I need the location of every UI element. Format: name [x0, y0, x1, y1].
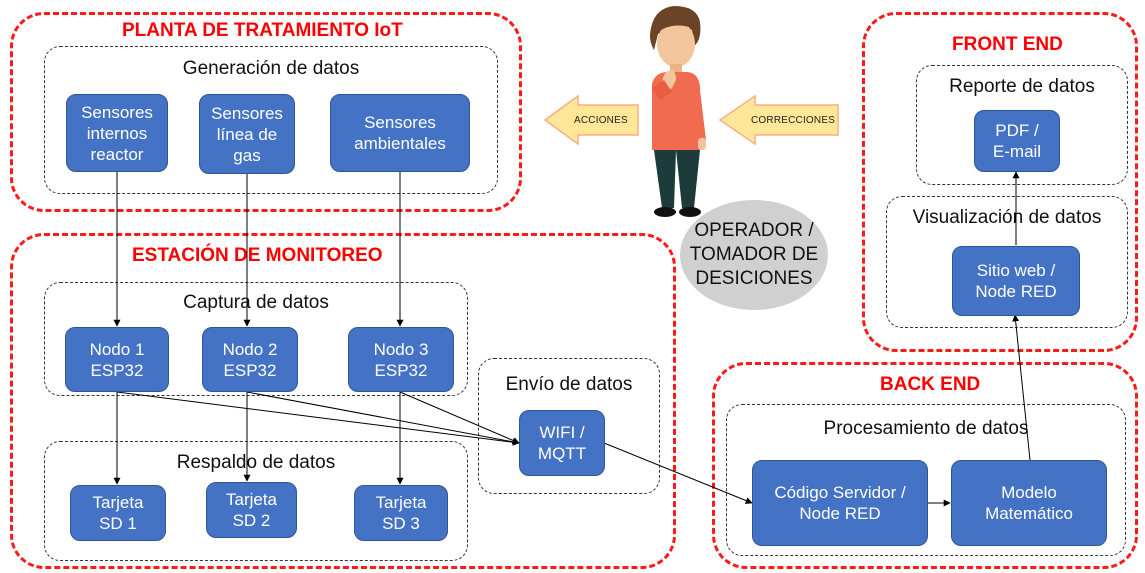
edge-wifi-servidor — [603, 442, 753, 504]
region-planta-title: PLANTA DE TRATAMIENTO IoT — [122, 20, 403, 41]
region-back-end-title: BACK END — [880, 374, 981, 395]
node-sensores-ambientales: Sensores ambientales — [330, 94, 470, 172]
node-pdf-email: PDF / E-mail — [974, 110, 1060, 172]
group-reporte — [916, 65, 1128, 185]
node-wifi-mqtt: WIFI / MQTT — [519, 410, 605, 476]
group-generacion — [44, 46, 498, 194]
edge-modelo-sitio — [1012, 314, 1031, 461]
node-nodo3: Nodo 3 ESP32 — [348, 327, 454, 392]
operator-label: OPERADOR / TOMADOR DE DESICIONES — [680, 200, 828, 310]
group-visualizacion-title: Visualización de datos — [912, 207, 1102, 228]
group-reporte-title: Reporte de datos — [949, 76, 1095, 97]
group-generacion-title: Generación de datos — [182, 58, 360, 79]
region-front-end-title: FRONT END — [952, 34, 1063, 55]
correcciones-label: CORRECCIONES — [751, 115, 836, 126]
correcciones-arrow-shape — [718, 94, 839, 146]
group-envio-title: Envío de datos — [505, 374, 633, 395]
edge-nodo1-wifi — [116, 391, 520, 446]
region-estacion — [10, 233, 676, 569]
operator-figure — [650, 6, 706, 217]
node-sd2: Tarjeta SD 2 — [206, 482, 297, 538]
node-sensores-gas: Sensores línea de gas — [199, 94, 295, 174]
node-sd1: Tarjeta SD 1 — [70, 485, 166, 541]
group-procesamiento-title: Procesamiento de datos — [823, 418, 1029, 439]
region-back-end — [712, 362, 1138, 569]
group-captura-title: Captura de datos — [183, 292, 329, 313]
node-nodo1: Nodo 1 ESP32 — [65, 327, 169, 392]
region-front-end — [862, 12, 1138, 352]
group-respaldo — [44, 441, 468, 561]
node-modelo-matematico: Modelo Matemático — [951, 460, 1107, 546]
node-codigo-servidor: Código Servidor / Node RED — [752, 460, 928, 546]
edge-nodo2-wifi — [246, 391, 520, 446]
node-sitio-web: Sitio web / Node RED — [952, 246, 1080, 316]
region-estacion-title: ESTACIÓN DE MONITOREO — [132, 245, 383, 266]
node-sd3: Tarjeta SD 3 — [354, 485, 448, 541]
group-respaldo-title: Respaldo de datos — [176, 452, 336, 473]
acciones-label: ACCIONES — [574, 115, 628, 126]
group-procesamiento — [726, 404, 1126, 556]
group-visualizacion — [886, 196, 1128, 328]
edge-nodo3-wifi — [399, 391, 520, 444]
region-planta — [10, 12, 522, 212]
group-captura — [44, 282, 468, 396]
acciones-arrow-shape — [543, 94, 639, 146]
node-nodo2: Nodo 2 ESP32 — [202, 327, 298, 392]
node-sensores-internos: Sensores internos reactor — [66, 94, 168, 172]
